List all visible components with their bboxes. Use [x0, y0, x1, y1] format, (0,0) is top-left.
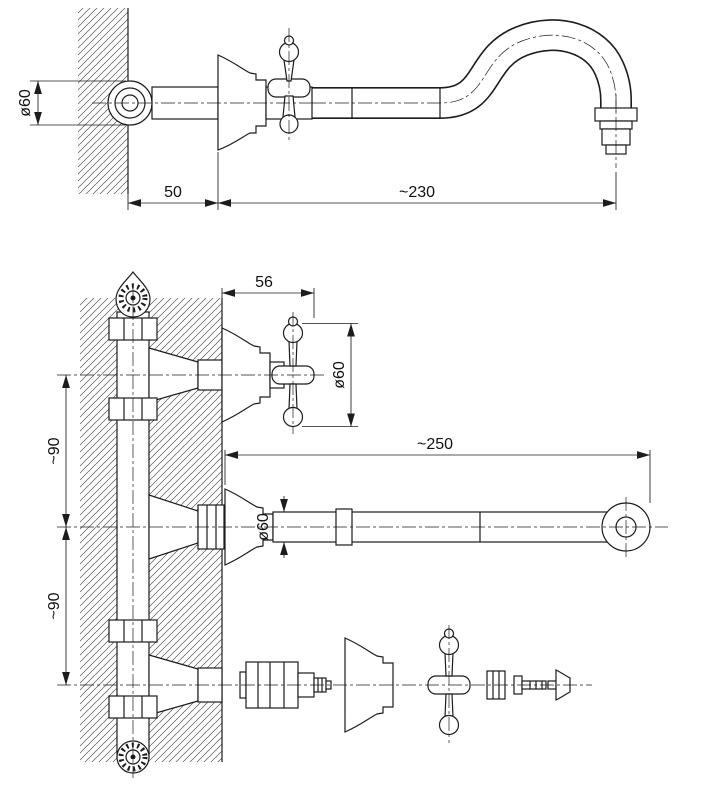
- dim-label-escutcheon-diameter: ø60: [255, 513, 272, 541]
- centerline-spout: [312, 34, 617, 112]
- front-view: 56 ø60 ø60 ~250 ~90 ~90: [46, 271, 668, 778]
- dim-spacings: ~90 ~90: [46, 375, 70, 685]
- dim-label-spout-reach-side: ~230: [399, 184, 435, 201]
- dim-spout-reach-front: ~250: [224, 436, 651, 503]
- dim-escutcheon-diameter: ø60: [255, 496, 288, 558]
- lower-valve-exploded: [239, 628, 571, 736]
- dim-label-wall-to-flange: 50: [164, 184, 182, 201]
- dim-handle-diameter: ø60: [302, 323, 358, 427]
- dim-label-handle-depth: 56: [255, 274, 273, 291]
- dim-label-spacing-lower: ~90: [46, 592, 63, 619]
- dim-label-spacing-upper: ~90: [46, 437, 63, 464]
- escutcheon-side: [217, 54, 267, 151]
- dim-label-handle-diameter: ø60: [331, 361, 348, 389]
- side-view: ø60 50 ~230: [17, 8, 638, 210]
- dim-handle-depth: 56: [221, 274, 315, 324]
- spout-side: [312, 19, 632, 119]
- dim-inlet-diameter: ø60: [17, 80, 126, 126]
- dim-label-spout-reach-front: ~250: [417, 436, 453, 453]
- dim-label-inlet-diameter: ø60: [17, 89, 34, 117]
- dim-horizontal-side: 50 ~230: [127, 152, 617, 210]
- upper-valve: [221, 316, 315, 428]
